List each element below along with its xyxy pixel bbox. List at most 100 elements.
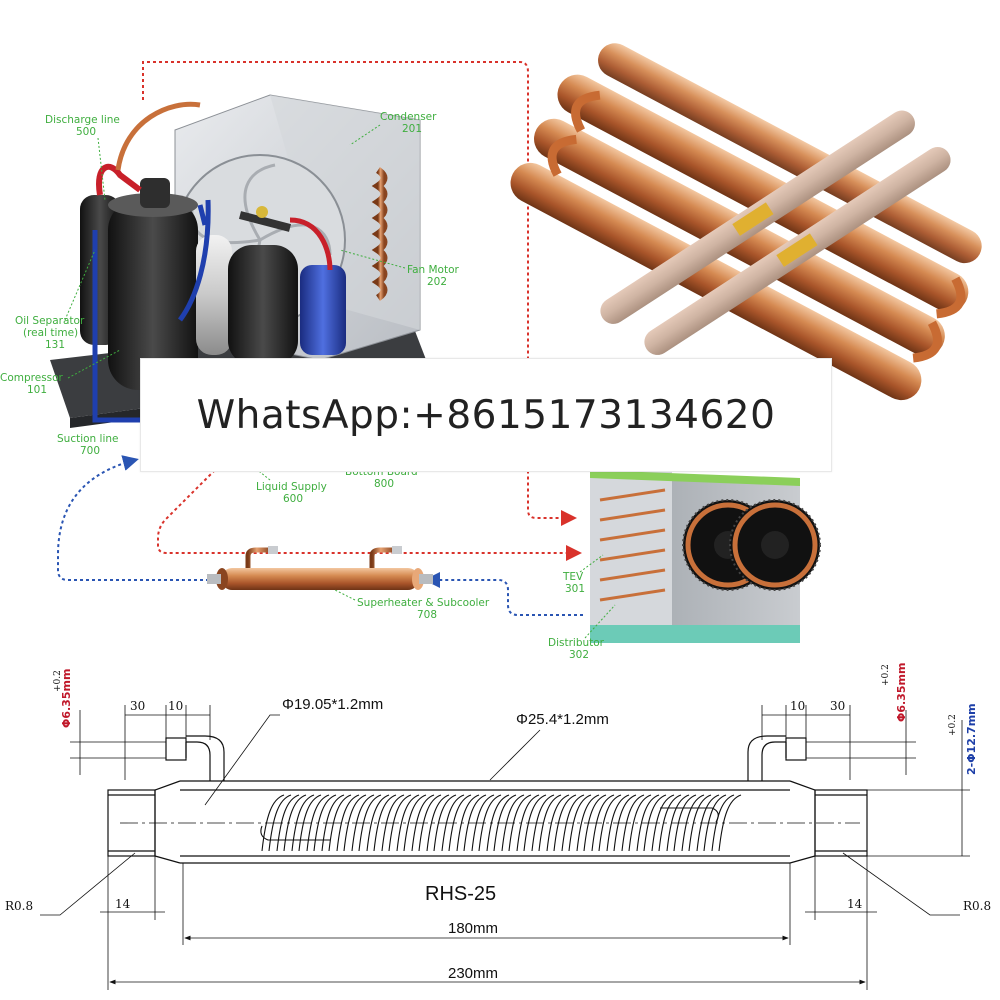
coil-turn (343, 794, 367, 852)
copper-assembly-photo (510, 43, 982, 401)
coil-turn (643, 794, 667, 852)
dimension-lines (40, 705, 970, 990)
label-oil-separator-code: 131 (45, 339, 65, 351)
label-bottom-board-code: 800 (374, 478, 394, 490)
label-suction-line: Suction line (57, 433, 119, 445)
evaporator-drain-pan (590, 625, 800, 643)
coil-turn (291, 794, 315, 852)
coil-turn (403, 794, 427, 852)
label-discharge-line: Discharge line (45, 114, 120, 126)
coil-turn (673, 794, 697, 852)
coil-turn (373, 794, 397, 852)
coil-turn (553, 794, 577, 852)
coil-turn (448, 794, 472, 852)
helical-coil (260, 794, 742, 852)
coil-turn (283, 794, 307, 852)
side-port-left (165, 735, 225, 781)
coil-turn (718, 794, 742, 852)
left-port-diameter: Φ6.35mm (60, 669, 73, 728)
coil-turn (486, 794, 510, 852)
end-ports-tolerance: +0.2 (948, 714, 958, 736)
coil-turn (396, 794, 420, 852)
radius-right: R0.8 (963, 899, 991, 913)
evaporator-fan-right (729, 499, 821, 591)
coil-turn (358, 794, 382, 852)
total-length: 230mm (448, 965, 498, 982)
label-tev-code: 301 (565, 583, 585, 595)
coil-turn (681, 794, 705, 852)
coil-turn (456, 794, 480, 852)
coil-turn (351, 794, 375, 852)
coil-turn (561, 794, 585, 852)
coil-turn (441, 794, 465, 852)
label-compressor-code: 101 (27, 384, 47, 396)
label-condenser: Condenser (380, 111, 437, 123)
label-superheater: Superheater & Subcooler (357, 597, 490, 609)
coil-turn (636, 794, 660, 852)
coil-turn (591, 794, 615, 852)
coil-turn (508, 794, 532, 852)
label-fan-motor-code: 202 (427, 276, 447, 288)
coil-turn (268, 794, 292, 852)
coil-turn (666, 794, 690, 852)
coil-turn (276, 794, 300, 852)
coil-turn (321, 794, 345, 852)
coil-turn (658, 794, 682, 852)
right-port-diameter: Φ6.35mm (895, 663, 908, 722)
end-ports-diameter: 2-Φ12.7mm (965, 703, 978, 775)
label-suction-line-code: 700 (80, 445, 100, 457)
coil-turn (621, 794, 645, 852)
hot-gas-flow-line (142, 61, 577, 526)
dim-30-right: 30 (830, 699, 845, 713)
coil-turn (583, 794, 607, 852)
coil-turn (313, 794, 337, 852)
coil-turn (478, 794, 502, 852)
label-distributor: Distributor (548, 637, 605, 649)
coil-turn (516, 794, 540, 852)
liquid-flow-line (157, 469, 582, 561)
right-port-tolerance: +0.2 (881, 664, 891, 686)
dim-14-left: 14 (115, 897, 131, 911)
side-port-right (747, 735, 807, 781)
coil-turn (523, 794, 547, 852)
dim-14-right: 14 (847, 897, 863, 911)
technical-drawing (40, 705, 970, 990)
coil-turn (576, 794, 600, 852)
label-liquid-supply: Liquid Supply (256, 481, 327, 493)
coil-turn (598, 794, 622, 852)
coil-turn (538, 794, 562, 852)
coil-turn (568, 794, 592, 852)
coil-turn (688, 794, 712, 852)
coil-turn (696, 794, 720, 852)
filter-drier (300, 265, 346, 355)
coil-turn (493, 794, 517, 852)
coil-turn (711, 794, 735, 852)
model-label: RHS-25 (425, 883, 496, 905)
coil-turn (306, 794, 330, 852)
label-oil-separator-sub: (real time) (23, 327, 78, 339)
whatsapp-watermark-box: WhatsApp:+8615173134620 (140, 358, 832, 472)
coil-turn (501, 794, 525, 852)
inner-tube-spec: Φ19.05*1.2mm (282, 696, 383, 713)
suction-flow-line-right (424, 572, 583, 616)
coil-turn (703, 794, 727, 852)
coil-turn (388, 794, 412, 852)
component-labels: Discharge line 500 Condenser 201 Fan Mot… (0, 111, 616, 661)
label-condenser-code: 201 (402, 123, 422, 135)
coil-turn (628, 794, 652, 852)
coil-turn (471, 794, 495, 852)
drawing-annotations: 30 10 10 30 Φ19.05*1.2mm Φ25.4*1.2mm Φ6.… (5, 663, 991, 982)
coil-turn (298, 794, 322, 852)
refrigerant-flow-lines (57, 61, 583, 616)
coil-end (660, 807, 719, 823)
coil-turn (433, 794, 457, 852)
superheater-small-illustration (207, 546, 433, 590)
coil-turn (381, 794, 405, 852)
accumulator (196, 235, 232, 355)
label-discharge-line-code: 500 (76, 126, 96, 138)
dim-30-left: 30 (130, 699, 145, 713)
coil-turn (531, 794, 555, 852)
condensing-unit-illustration (50, 94, 430, 428)
radius-left: R0.8 (5, 899, 33, 913)
